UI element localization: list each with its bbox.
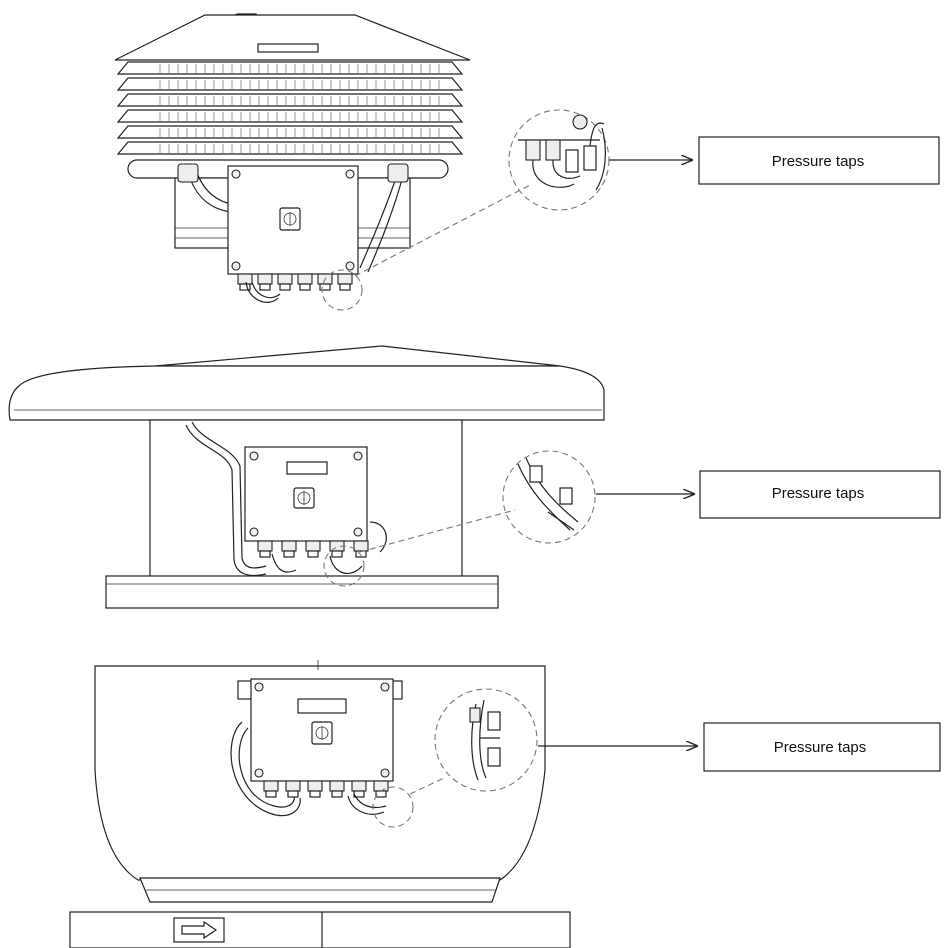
callout-bottom: Pressure taps: [538, 722, 941, 772]
louvre: [116, 109, 464, 123]
cable-gland: [353, 540, 369, 552]
louvre: [116, 125, 464, 139]
label-box: [703, 722, 941, 772]
fan-middle: [8, 345, 605, 609]
cable-gland: [307, 780, 323, 792]
cable-gland: [351, 780, 367, 792]
callout-top: Pressure taps: [609, 136, 940, 185]
cable-gland: [263, 780, 279, 792]
fan-top: [114, 13, 610, 311]
pressure-taps-label-top: Pressure taps: [772, 153, 865, 170]
callout-middle: Pressure taps: [596, 470, 941, 519]
louvre: [116, 77, 464, 91]
label-box: [699, 470, 941, 519]
label-box: [698, 136, 940, 185]
pressure-taps-label-bottom: Pressure taps: [774, 739, 867, 756]
cable-gland: [373, 780, 389, 792]
cable-gland: [329, 780, 345, 792]
louvre: [116, 61, 464, 75]
pressure-taps-label-middle: Pressure taps: [772, 485, 865, 502]
cable-gland: [305, 540, 321, 552]
cable-gland: [297, 273, 313, 285]
cable-gland: [277, 273, 293, 285]
louvre: [116, 93, 464, 107]
fan-bottom: [69, 660, 571, 948]
cable-gland: [281, 540, 297, 552]
cable-gland: [285, 780, 301, 792]
cable-gland: [337, 273, 353, 285]
cable-gland: [237, 273, 253, 285]
louvre: [116, 141, 464, 155]
cable-gland: [257, 273, 273, 285]
cable-gland: [257, 540, 273, 552]
